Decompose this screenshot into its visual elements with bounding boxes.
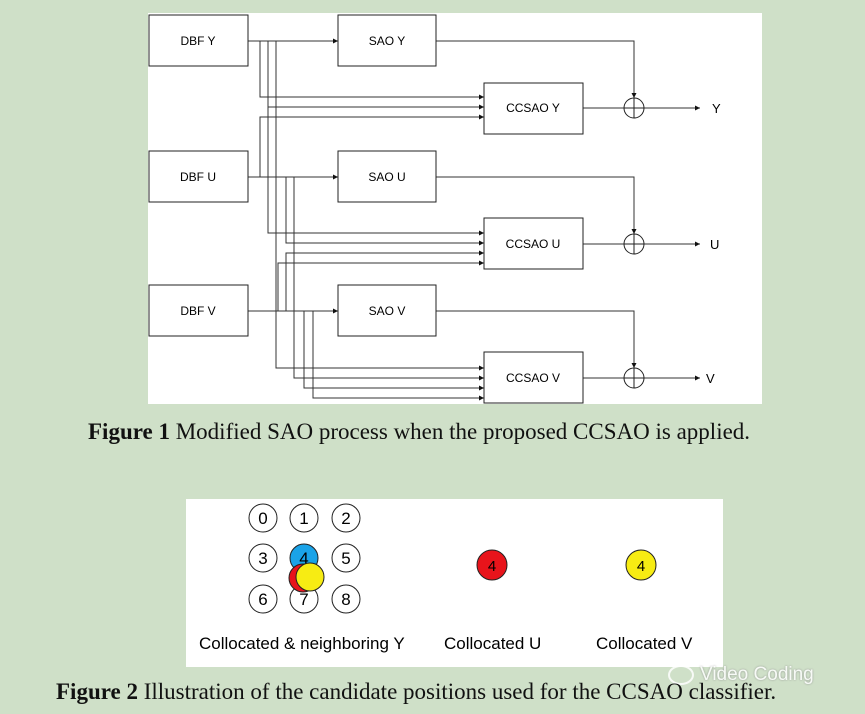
block-ccsao-u: CCSAO U (483, 217, 584, 270)
label-collocated-neighboring-y: Collocated & neighboring Y (199, 634, 405, 653)
ccsao-u-label: CCSAO U (506, 237, 561, 251)
block-dbf-u: DBF U (148, 150, 249, 203)
block-dbf-v: DBF V (148, 284, 249, 337)
svg-text:1: 1 (299, 509, 308, 528)
y-sample-1: 1 (289, 503, 319, 533)
figure2-caption-text: Illustration of the candidate positions … (137, 679, 777, 704)
adder-u-icon (623, 233, 645, 255)
y-sample-8: 8 (331, 584, 361, 614)
v-marker-number: 4 (637, 558, 645, 575)
figure1-caption-number: Figure 1 (88, 419, 170, 444)
watermark-text: Video Coding (700, 664, 814, 685)
block-ccsao-y: CCSAO Y (483, 82, 584, 135)
figure1-caption-text: Modified SAO process when the proposed C… (169, 419, 751, 444)
ccsao-block-diagram: DBF Y DBF U DBF V SAO Y SAO U SAO V CCSA… (148, 14, 721, 404)
output-u-label: U (710, 237, 719, 252)
svg-text:2: 2 (341, 509, 350, 528)
collocated-v-marker: 4 (625, 549, 657, 581)
svg-text:7: 7 (299, 590, 308, 609)
dbf-u-label: DBF U (180, 170, 216, 184)
dbf-v-label: DBF V (180, 304, 215, 318)
connector-lines (248, 38, 700, 401)
figure1-panel: DBF Y DBF U DBF V SAO Y SAO U SAO V CCSA… (148, 13, 762, 404)
sao-y-label: SAO Y (369, 34, 405, 48)
ccsao-v-label: CCSAO V (506, 371, 560, 385)
figure1-caption: Figure 1 Modified SAO process when the p… (88, 419, 750, 445)
svg-text:8: 8 (341, 590, 350, 609)
figure2-panel: 0 1 2 3 4 5 6 7 8 4 4 Collocated & neigh… (186, 499, 723, 667)
figure2-caption: Figure 2 Illustration of the candidate p… (56, 679, 776, 705)
ccsao-y-label: CCSAO Y (506, 101, 560, 115)
svg-text:3: 3 (258, 549, 267, 568)
candidate-positions-diagram: 0 1 2 3 4 5 6 7 8 4 4 Collocated & neigh… (199, 503, 693, 653)
label-collocated-u: Collocated U (444, 634, 541, 653)
y-sample-6: 6 (248, 584, 278, 614)
y-sample-5: 5 (331, 543, 361, 573)
y-sample-2: 2 (331, 503, 361, 533)
output-y-label: Y (712, 101, 721, 116)
dbf-y-label: DBF Y (180, 34, 215, 48)
overlay-v-marker (295, 562, 325, 592)
collocated-u-marker: 4 (476, 549, 508, 581)
svg-text:5: 5 (341, 549, 350, 568)
svg-text:6: 6 (258, 590, 267, 609)
wechat-icon (668, 664, 694, 685)
svg-text:4: 4 (299, 549, 308, 568)
block-sao-v: SAO V (337, 284, 437, 337)
y-sample-0: 0 (248, 503, 278, 533)
block-dbf-y: DBF Y (148, 14, 249, 67)
block-ccsao-v: CCSAO V (483, 351, 584, 404)
block-sao-y: SAO Y (337, 14, 437, 67)
watermark: Video Coding (668, 664, 814, 686)
y-sample-3: 3 (248, 543, 278, 573)
svg-text:0: 0 (258, 509, 267, 528)
label-collocated-v: Collocated V (596, 634, 693, 653)
adder-y-icon (623, 97, 645, 119)
sao-u-label: SAO U (368, 170, 405, 184)
figure2-caption-number: Figure 2 (56, 679, 138, 704)
y-sample-grid: 0 1 2 3 4 5 6 7 8 (248, 503, 361, 614)
output-v-label: V (706, 371, 715, 386)
sao-v-label: SAO V (369, 304, 406, 318)
block-sao-u: SAO U (337, 150, 437, 203)
adder-v-icon (623, 367, 645, 389)
u-marker-number: 4 (488, 558, 496, 575)
